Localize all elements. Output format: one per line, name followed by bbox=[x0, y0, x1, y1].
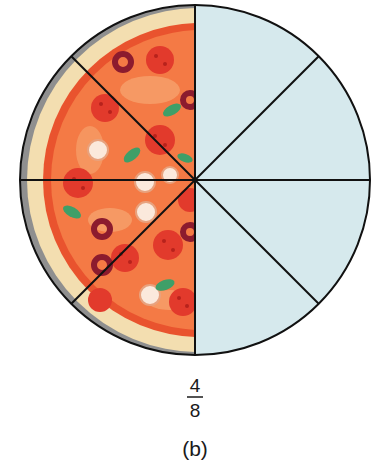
pizza-outline bbox=[20, 5, 370, 355]
subfigure-caption: (b) bbox=[182, 438, 208, 459]
fraction-denominator: 8 bbox=[190, 401, 201, 420]
pizza-half bbox=[20, 5, 195, 355]
fraction-numerator: 4 bbox=[190, 376, 201, 395]
slice-lines bbox=[20, 5, 370, 355]
fraction-bar bbox=[187, 396, 203, 398]
